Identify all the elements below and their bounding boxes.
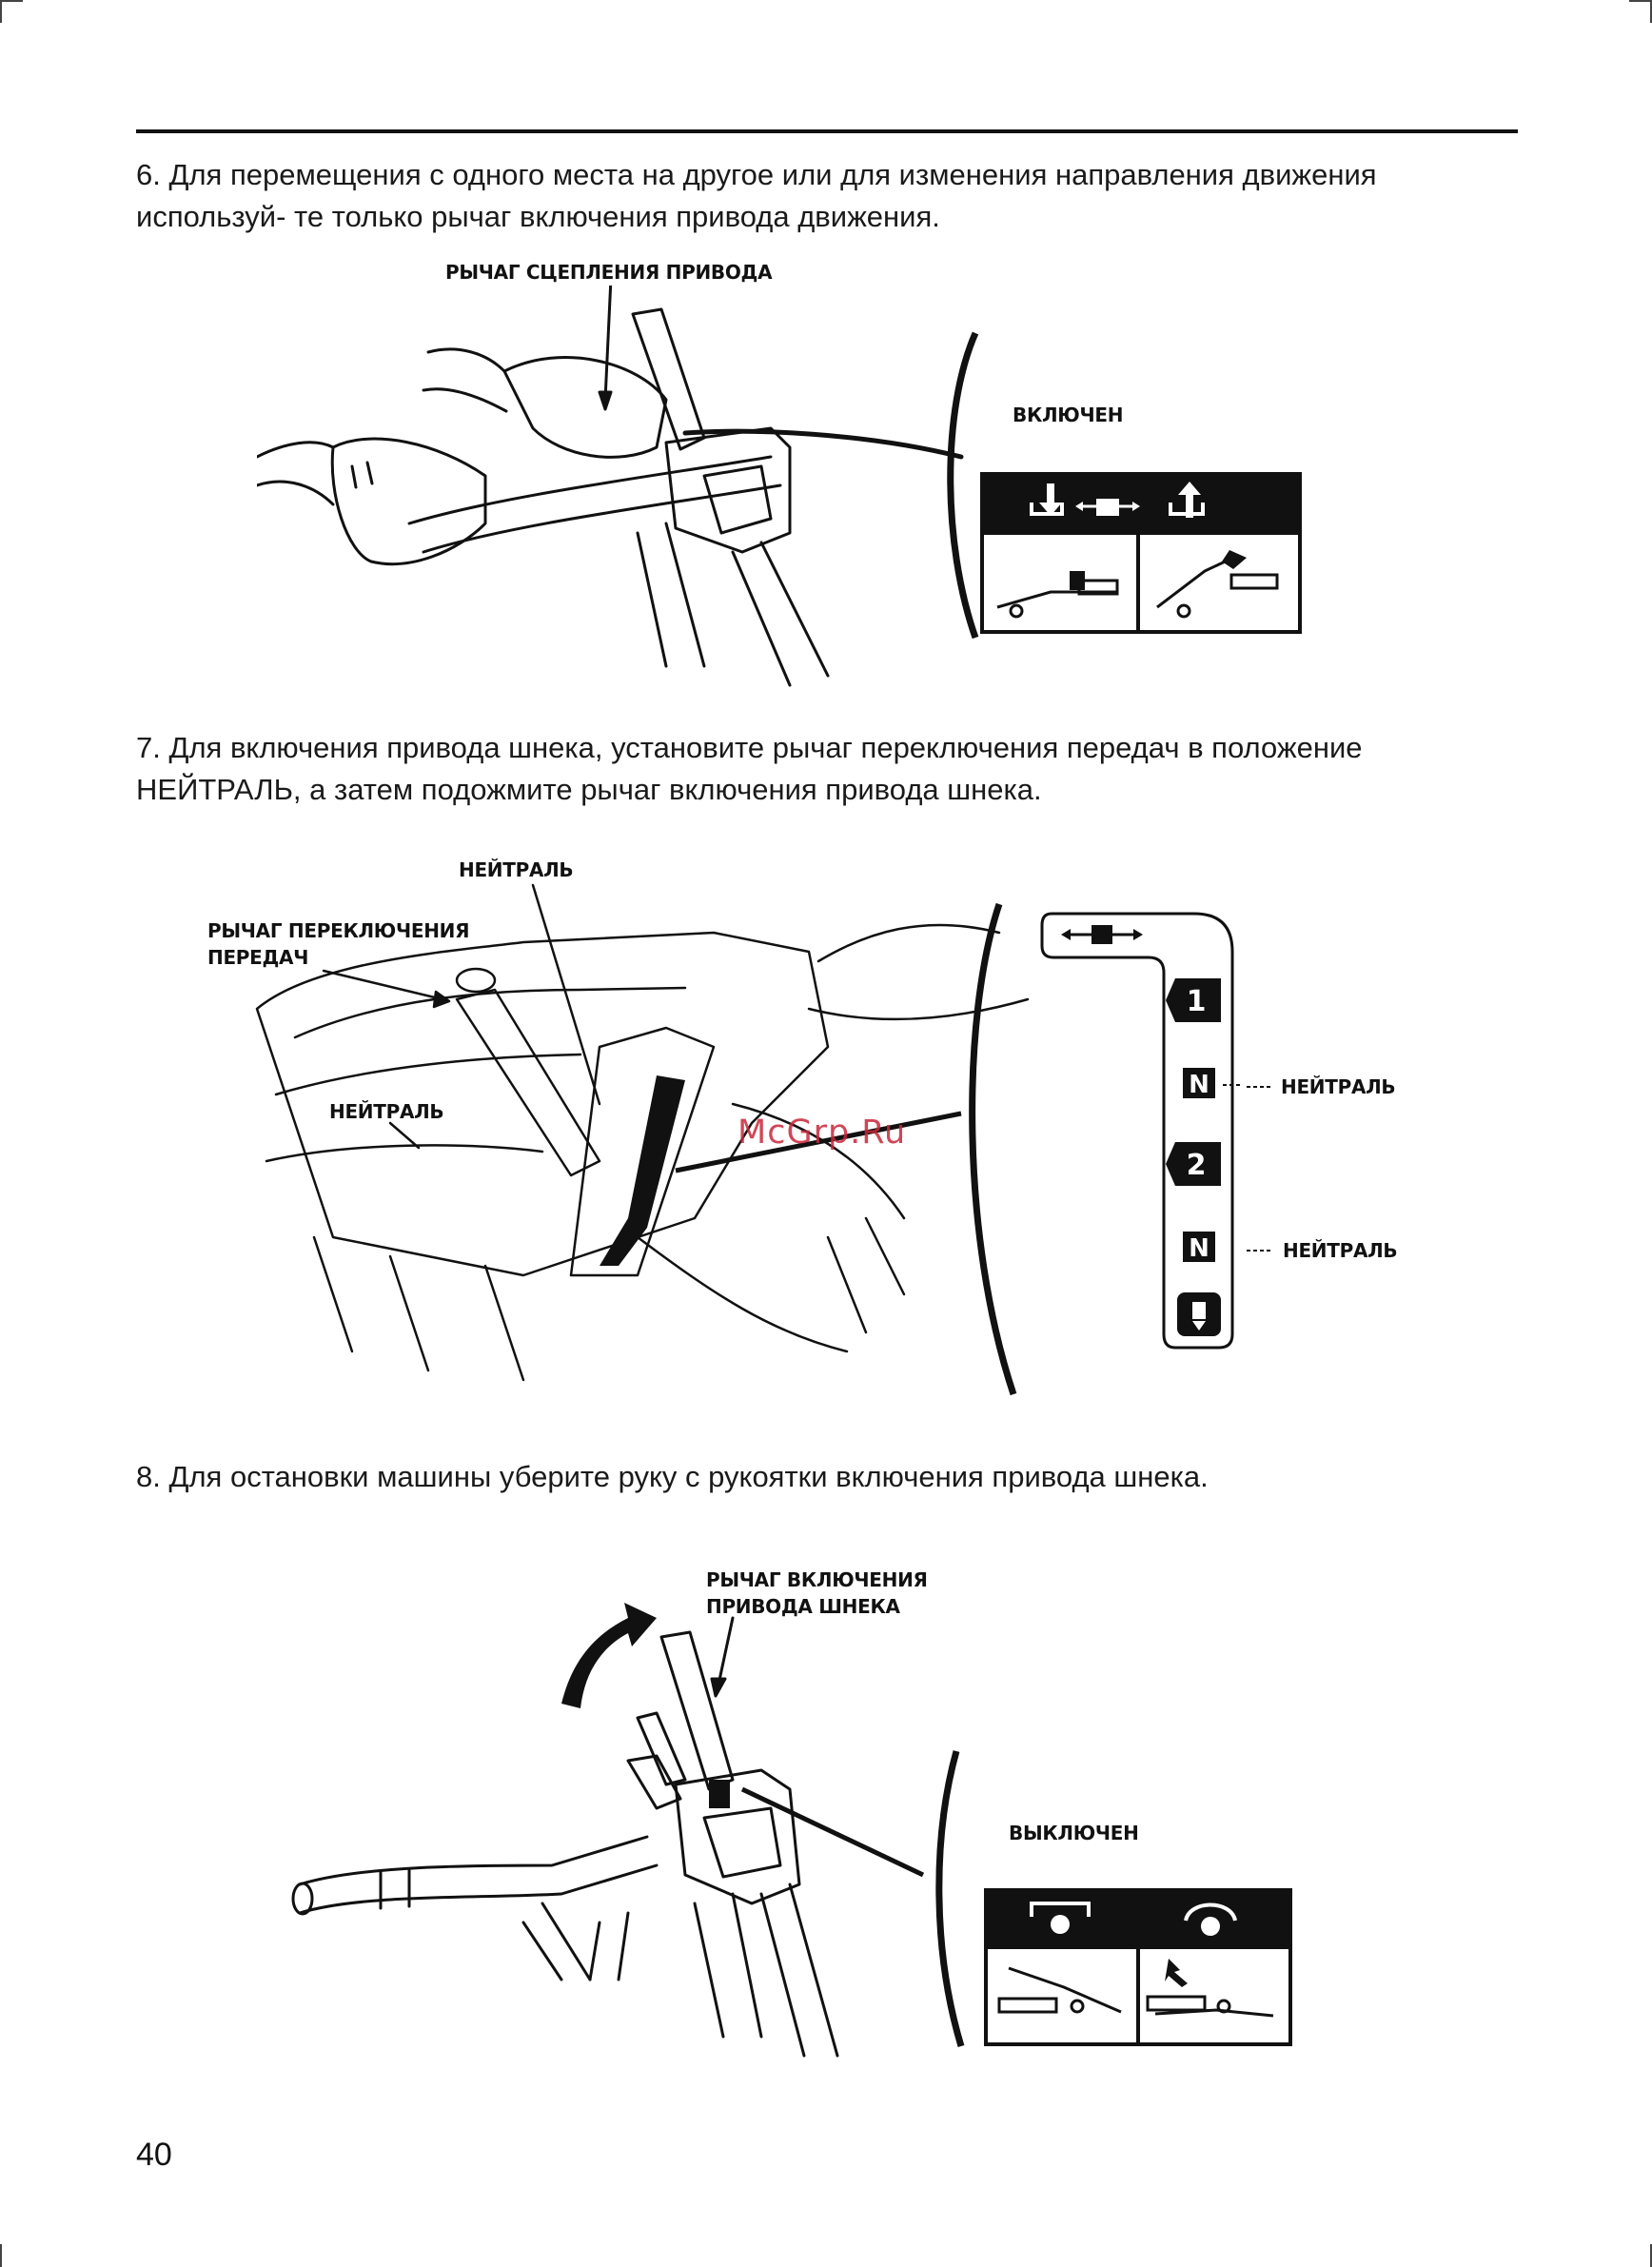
figure-drive-lever-illustration	[257, 286, 979, 687]
svg-text:N: N	[1189, 1234, 1210, 1263]
decal-drive-engaged	[980, 472, 1302, 634]
crop-mark	[0, 0, 23, 2]
crop-mark	[0, 0, 2, 23]
paragraph-step-7: 7. Для включения привода шнека, установи…	[136, 731, 1363, 806]
gear-2-marker: 2	[1166, 1142, 1221, 1186]
watermark: McGrp.Ru	[738, 1114, 907, 1152]
label-drive-clutch-lever: РЫЧАГ СЦЕПЛЕНИЯ ПРИВОДА	[445, 261, 773, 284]
paragraph-step-6: 6. Для перемещения с одного места на дру…	[136, 158, 1377, 233]
reverse-marker	[1177, 1292, 1221, 1336]
decal-auger-disengaged	[984, 1888, 1292, 2046]
gear-1-marker: 1	[1166, 978, 1221, 1022]
paragraph-step-8: 8. Для остановки машины уберите руку с р…	[136, 1460, 1209, 1493]
header-rule	[136, 129, 1518, 133]
figure-gearshift-illustration	[255, 883, 1030, 1396]
label-gear-lever-line2: ПЕРЕДАЧ	[207, 946, 309, 969]
label-auger-lever-line1: РЫЧАГ ВКЛЮЧЕНИЯ	[706, 1568, 928, 1591]
crop-mark	[0, 2244, 2, 2267]
label-neutral-left: НЕЙТРАЛЬ	[329, 1100, 444, 1123]
neutral-2-marker: N	[1183, 1232, 1215, 1263]
neutral-leaders	[1247, 1086, 1273, 1252]
crop-mark	[1650, 0, 1652, 23]
neutral-1-marker: N	[1183, 1068, 1215, 1099]
label-engaged: ВКЛЮЧЕН	[1013, 404, 1124, 426]
page-number: 40	[136, 2137, 172, 2173]
label-neutral-1: НЕЙТРАЛЬ	[1281, 1075, 1396, 1098]
label-neutral-2: НЕЙТРАЛЬ	[1283, 1239, 1398, 1262]
svg-text:2: 2	[1187, 1149, 1207, 1182]
label-neutral-top: НЕЙТРАЛЬ	[459, 858, 574, 881]
crop-mark	[1650, 2244, 1652, 2267]
label-disengaged: ВЫКЛЮЧЕН	[1009, 1822, 1139, 1844]
svg-text:N: N	[1189, 1071, 1210, 1099]
svg-text:1: 1	[1187, 985, 1207, 1018]
crop-mark	[1629, 0, 1652, 2]
label-gear-lever-line1: РЫЧАГ ПЕРЕКЛЮЧЕНИЯ	[207, 919, 470, 942]
gear-gate-decal: 1 N 2 N	[1040, 912, 1242, 1350]
label-auger-lever-line2: ПРИВОДА ШНЕКА	[706, 1595, 900, 1618]
figure-auger-lever-illustration	[291, 1603, 965, 2058]
